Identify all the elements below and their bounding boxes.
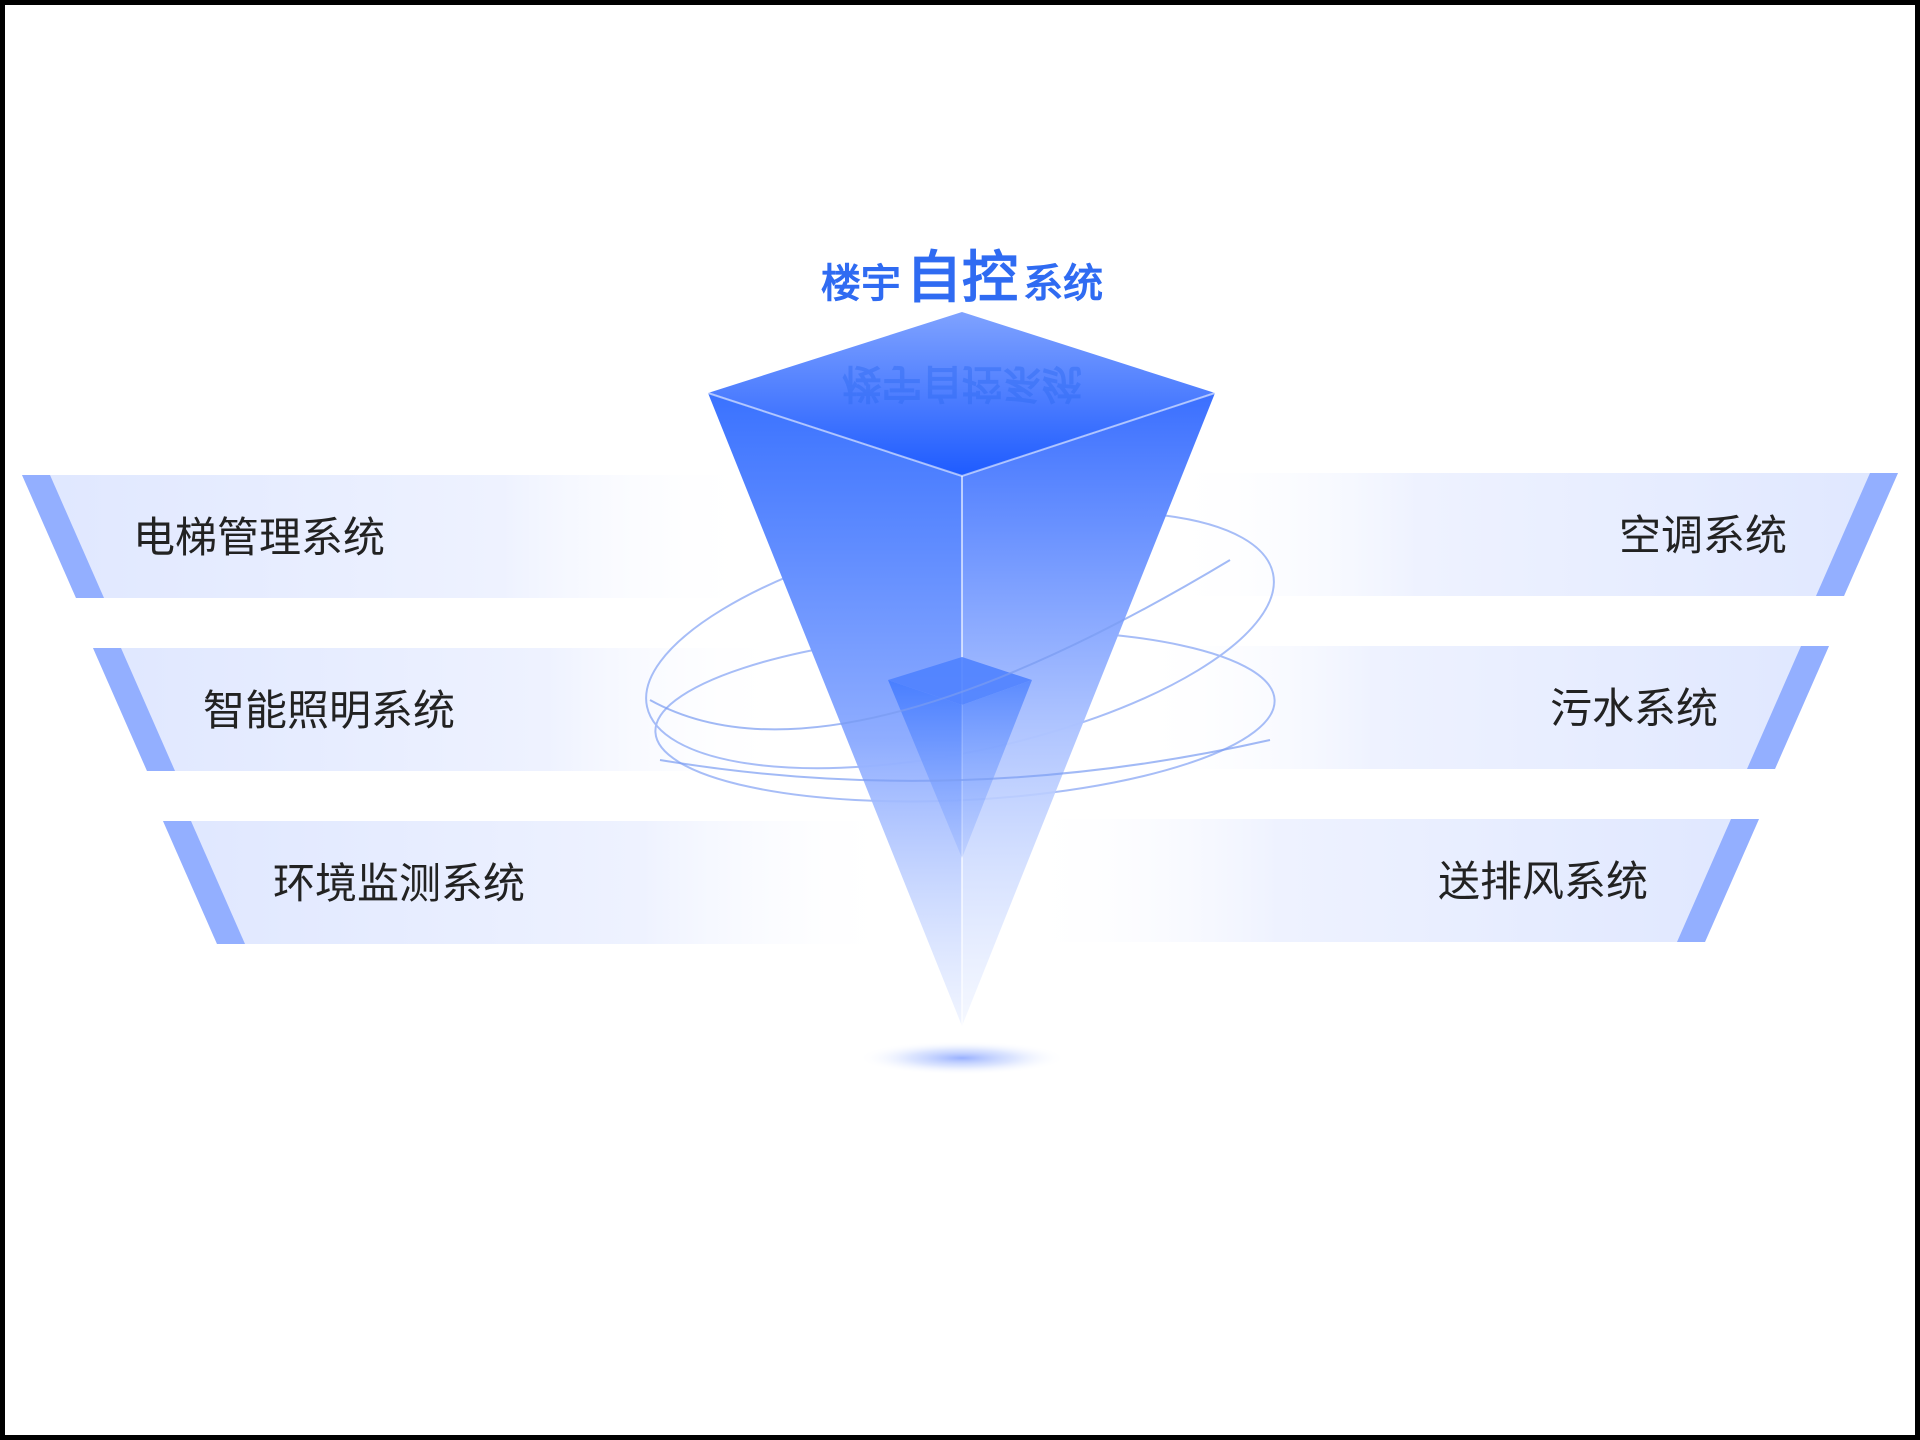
inverted-pyramid: 楼宇自控系统 (707, 312, 1216, 1026)
title-reflection: 楼宇自控系统 (842, 360, 1082, 406)
pyramid-right-face (962, 393, 1215, 1026)
band-edge (1816, 473, 1898, 596)
pyramid-edge (707, 392, 963, 477)
orbit-ring-front-arc (659, 739, 1271, 782)
right-band-2: 污水系统 (1130, 646, 1829, 769)
band-edge (22, 475, 104, 598)
band-fill (93, 648, 790, 771)
band-fill (22, 475, 760, 598)
pyramid-edge (961, 392, 1216, 477)
orbit-ring-front-arc (649, 559, 1231, 731)
band-label: 电梯管理系统 (133, 513, 385, 562)
band-label: 智能照明系统 (203, 686, 455, 735)
left-band-1: 电梯管理系统 (22, 475, 760, 598)
inner-left-face (888, 680, 962, 858)
right-band-1: 空调系统 (1160, 473, 1898, 596)
band-edge (1677, 819, 1759, 942)
band-edge (163, 821, 245, 944)
inner-right-face (962, 680, 1032, 858)
title-part: 系统 (1023, 261, 1103, 307)
band-label: 环境监测系统 (273, 859, 525, 908)
pyramid-top-face (708, 312, 1215, 476)
inner-pyramid (888, 657, 1032, 858)
title-part: 楼宇 (821, 261, 901, 307)
band-fill (1160, 473, 1898, 596)
band-label: 送排风系统 (1438, 857, 1648, 906)
band-label: 污水系统 (1550, 684, 1718, 733)
band-fill (1020, 819, 1759, 942)
left-band-2: 智能照明系统 (93, 648, 790, 771)
pyramid-left-face (708, 393, 962, 1026)
inner-top-face (888, 657, 1032, 705)
band-edge (93, 648, 175, 771)
diagram-title: 楼宇 自控 系统 (821, 246, 1103, 311)
orbit-rings-front (649, 559, 1271, 782)
band-edge (1747, 646, 1829, 769)
left-band-3: 环境监测系统 (163, 821, 900, 944)
title-part-emphasis: 自控 (906, 246, 1018, 311)
band-fill (163, 821, 900, 944)
band-label: 空调系统 (1619, 511, 1787, 560)
right-band-3: 送排风系统 (1020, 819, 1759, 942)
band-fill (1130, 646, 1829, 769)
pyramid-shadow (858, 1041, 1066, 1075)
